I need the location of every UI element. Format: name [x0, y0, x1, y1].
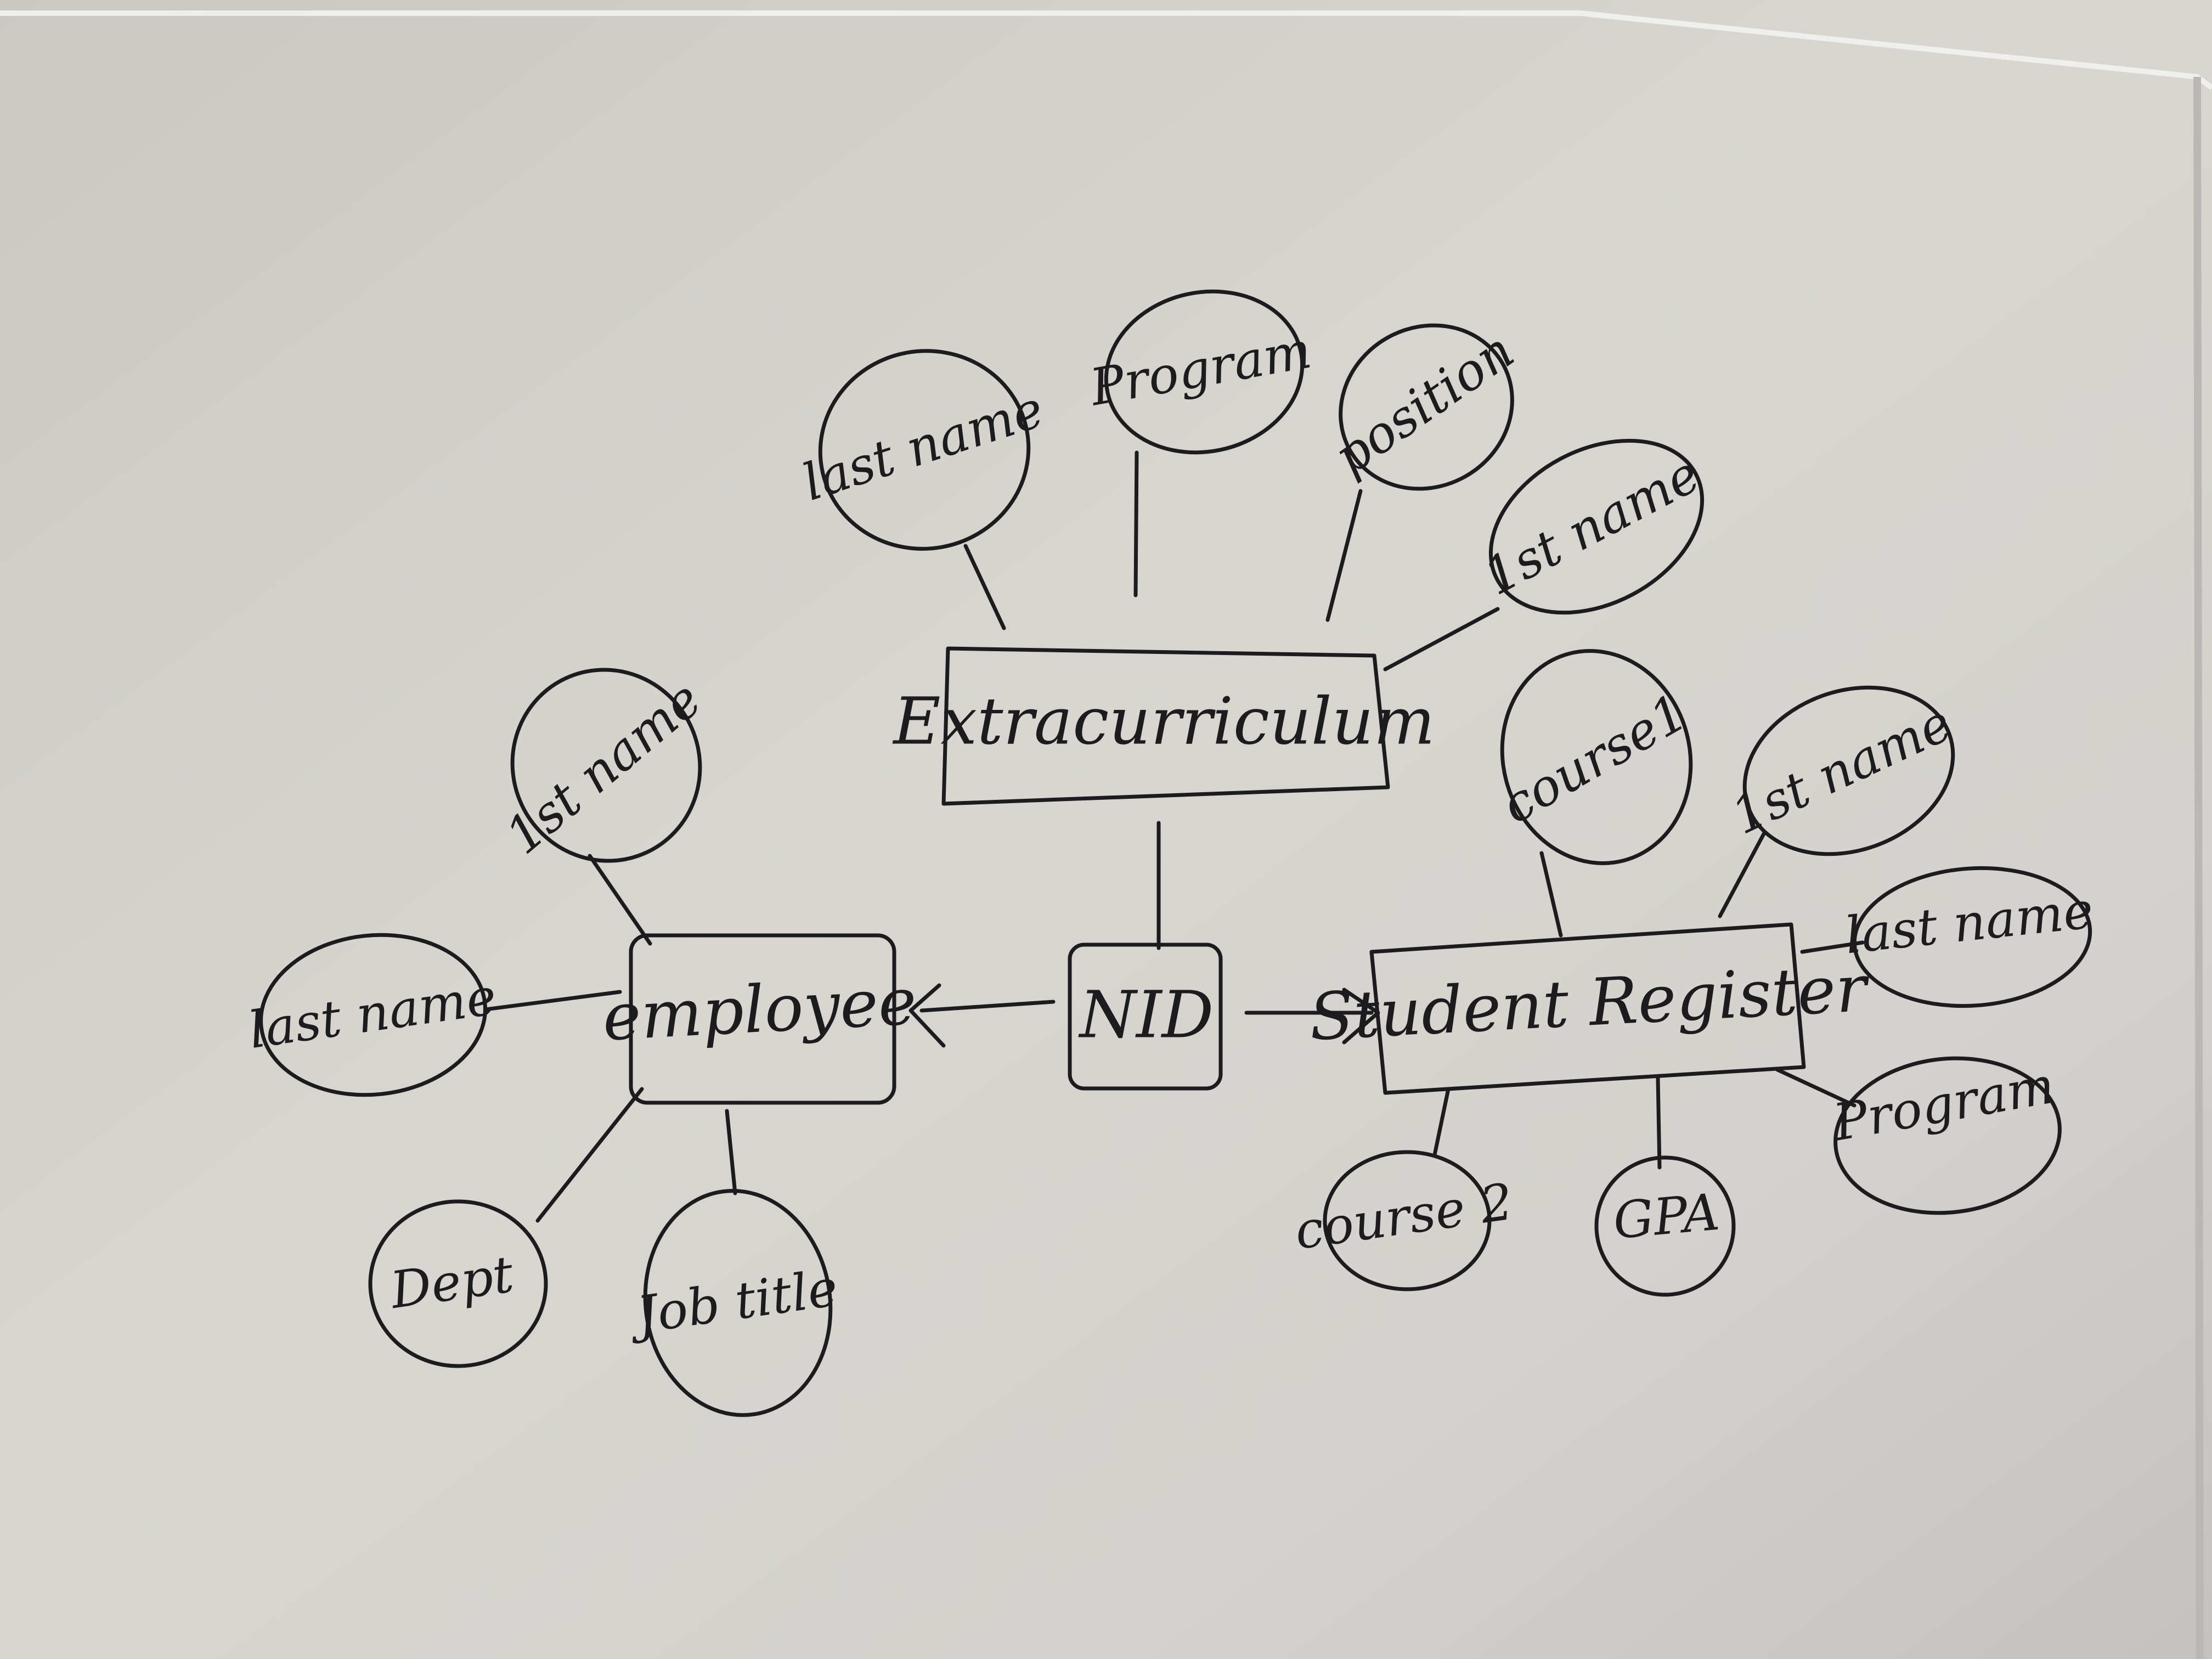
link-nid-employee	[919, 1000, 1056, 1013]
entity-employee: employee	[601, 933, 918, 1105]
entity-box	[629, 933, 896, 1105]
line-ec-last-name	[963, 544, 1006, 630]
attribute-ellipse	[1852, 866, 2092, 1008]
line-ec-program	[1133, 450, 1139, 597]
entity-nid: NID	[1068, 943, 1223, 1091]
attribute-ellipse	[1500, 649, 1693, 865]
line-emp-last-name	[483, 990, 622, 1012]
arrowhead-employee-icon	[909, 983, 946, 1048]
line-sr-program	[1775, 1068, 1857, 1108]
entity-extracurriculum: Extracurriculum	[892, 646, 1435, 806]
line-sr-first-name	[1718, 832, 1766, 918]
attribute-ellipse	[643, 1189, 833, 1417]
line-emp-job-title	[725, 1109, 737, 1195]
attribute-sr-gpa: GPA	[1594, 1155, 1736, 1297]
attribute-ellipse	[1339, 323, 1514, 491]
attribute-ellipse	[1488, 438, 1705, 615]
attribute-ellipse	[1742, 685, 1955, 856]
attribute-ellipse	[259, 933, 487, 1097]
attribute-ellipse	[818, 349, 1031, 551]
entity-box	[1068, 943, 1223, 1091]
entity-box	[1369, 922, 1806, 1095]
entity-label: NID	[1078, 977, 1214, 1053]
entity-label: employee	[601, 963, 918, 1056]
line-emp-dept	[535, 1087, 644, 1223]
attribute-lines	[483, 450, 1865, 1223]
attribute-ellipse	[1594, 1155, 1736, 1297]
attribute-ellipse	[1833, 1056, 2062, 1215]
line-sr-gpa	[1656, 1076, 1662, 1170]
board-frame	[0, 10, 2212, 91]
attribute-label: GPA	[1611, 1183, 1722, 1250]
board-frame-edge	[2193, 76, 2204, 1659]
line-emp-first-name	[588, 854, 652, 946]
line-sr-course2	[1432, 1087, 1451, 1157]
entity-box	[941, 646, 1390, 806]
line-ec-first-name	[1383, 607, 1500, 672]
line-sr-course1	[1539, 851, 1563, 938]
entity-label: Extracurriculum	[892, 684, 1435, 759]
attribute-ellipse	[510, 668, 702, 863]
line-sr-last-name	[1800, 940, 1865, 954]
line-ec-position	[1325, 489, 1363, 622]
attribute-ellipse	[1104, 289, 1305, 455]
attribute-ellipse	[368, 1199, 548, 1368]
attribute-ellipse	[1323, 1150, 1492, 1291]
